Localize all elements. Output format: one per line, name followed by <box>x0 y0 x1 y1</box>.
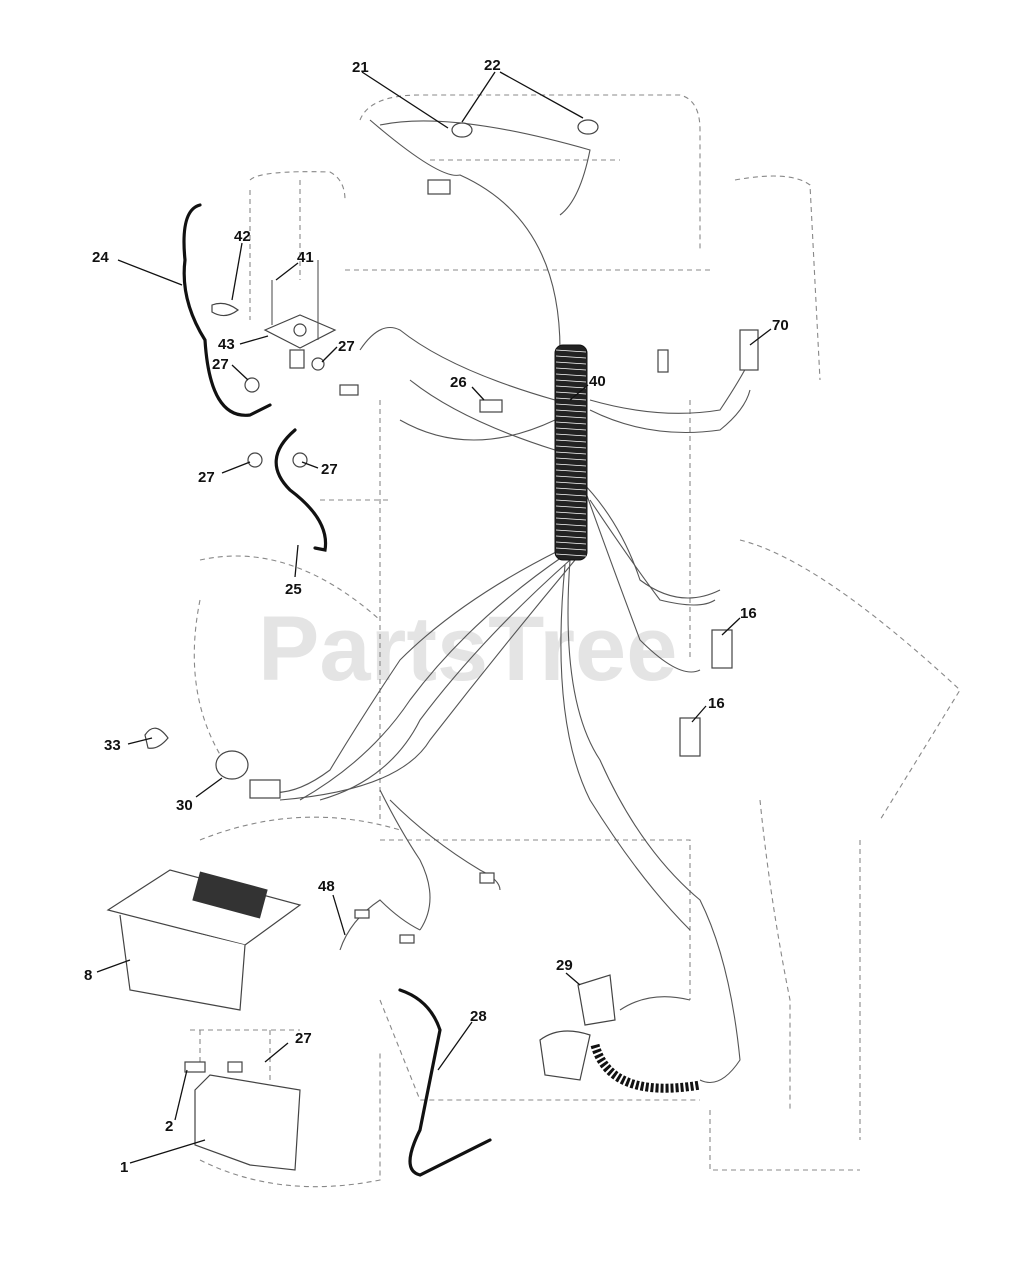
loom-rib <box>555 475 587 479</box>
loom-rib <box>555 493 587 497</box>
callout-70: 70 <box>772 317 789 334</box>
solenoid-assembly <box>211 260 337 468</box>
callout-21: 21 <box>352 59 369 76</box>
callout-16-a: 16 <box>740 605 757 622</box>
loom-rib <box>555 481 587 485</box>
loom-rib <box>555 547 587 551</box>
loom-rib <box>555 511 587 515</box>
connector-parts <box>339 329 759 944</box>
callout-22: 22 <box>484 57 501 74</box>
relay-29 <box>539 974 616 1081</box>
callout-24: 24 <box>92 249 109 266</box>
loom-rib <box>555 385 587 389</box>
callout-28: 28 <box>470 1008 487 1025</box>
callout-43: 43 <box>218 336 235 353</box>
callout-27-a: 27 <box>212 356 229 373</box>
convoluted-loom-tube <box>554 344 588 561</box>
callout-27-d: 27 <box>321 461 338 478</box>
loom-rib <box>555 355 587 359</box>
callout-2: 2 <box>165 1118 173 1135</box>
loom-rib <box>555 361 587 365</box>
loom-rib <box>555 373 587 377</box>
callout-26: 26 <box>450 374 467 391</box>
loom-rib <box>555 391 587 395</box>
watermark: PartsTree <box>258 598 677 700</box>
cable-25 <box>274 428 328 552</box>
loom-rib <box>555 517 587 521</box>
headlight-bulbs <box>427 119 599 195</box>
callout-29: 29 <box>556 957 573 974</box>
battery <box>184 1061 301 1171</box>
loom-rib <box>555 403 587 407</box>
battery-cables <box>182 203 492 1177</box>
callout-16-b: 16 <box>708 695 725 712</box>
loom-rib <box>555 457 587 461</box>
loom-rib <box>555 349 587 353</box>
tractor-body-outline <box>190 94 961 1188</box>
loom-rib <box>555 529 587 533</box>
loom-rib <box>555 463 587 467</box>
loom-rib <box>555 499 587 503</box>
callout-25: 25 <box>285 581 302 598</box>
loom-rib <box>555 541 587 545</box>
callout-1: 1 <box>120 1159 128 1176</box>
callout-27-c: 27 <box>198 469 215 486</box>
callout-42: 42 <box>234 228 251 245</box>
loom-rib <box>555 505 587 509</box>
loom-rib <box>555 445 587 449</box>
cable-28 <box>398 988 492 1177</box>
battery-box <box>106 869 302 1011</box>
loom-rib <box>555 451 587 455</box>
callout-33: 33 <box>104 737 121 754</box>
callout-8: 8 <box>84 967 92 984</box>
loom-rib <box>555 469 587 473</box>
loom-rib <box>555 427 587 431</box>
loom-rib <box>555 523 587 527</box>
loom-rib <box>555 553 587 557</box>
loom-rib <box>555 409 587 413</box>
callout-40: 40 <box>589 373 606 390</box>
callout-41: 41 <box>297 249 314 266</box>
callout-27-e: 27 <box>295 1030 312 1047</box>
loom-rib <box>555 421 587 425</box>
loom-rib <box>555 535 587 539</box>
loom-rib <box>555 487 587 491</box>
callout-27-b: 27 <box>338 338 355 355</box>
key-switch <box>144 727 281 799</box>
callout-30: 30 <box>176 797 193 814</box>
coiled-wire <box>590 1043 701 1093</box>
callout-48: 48 <box>318 878 335 895</box>
loom-rib <box>555 379 587 383</box>
loom-rib <box>555 415 587 419</box>
loom-rib <box>555 367 587 371</box>
loom-rib <box>555 433 587 437</box>
loom-rib <box>555 439 587 443</box>
leader-lines <box>96 71 772 1164</box>
wire-harness <box>259 119 751 1084</box>
cable-24 <box>182 203 272 417</box>
callout-labels: 21 22 24 42 41 43 27 27 27 27 70 26 40 2… <box>84 57 789 1176</box>
